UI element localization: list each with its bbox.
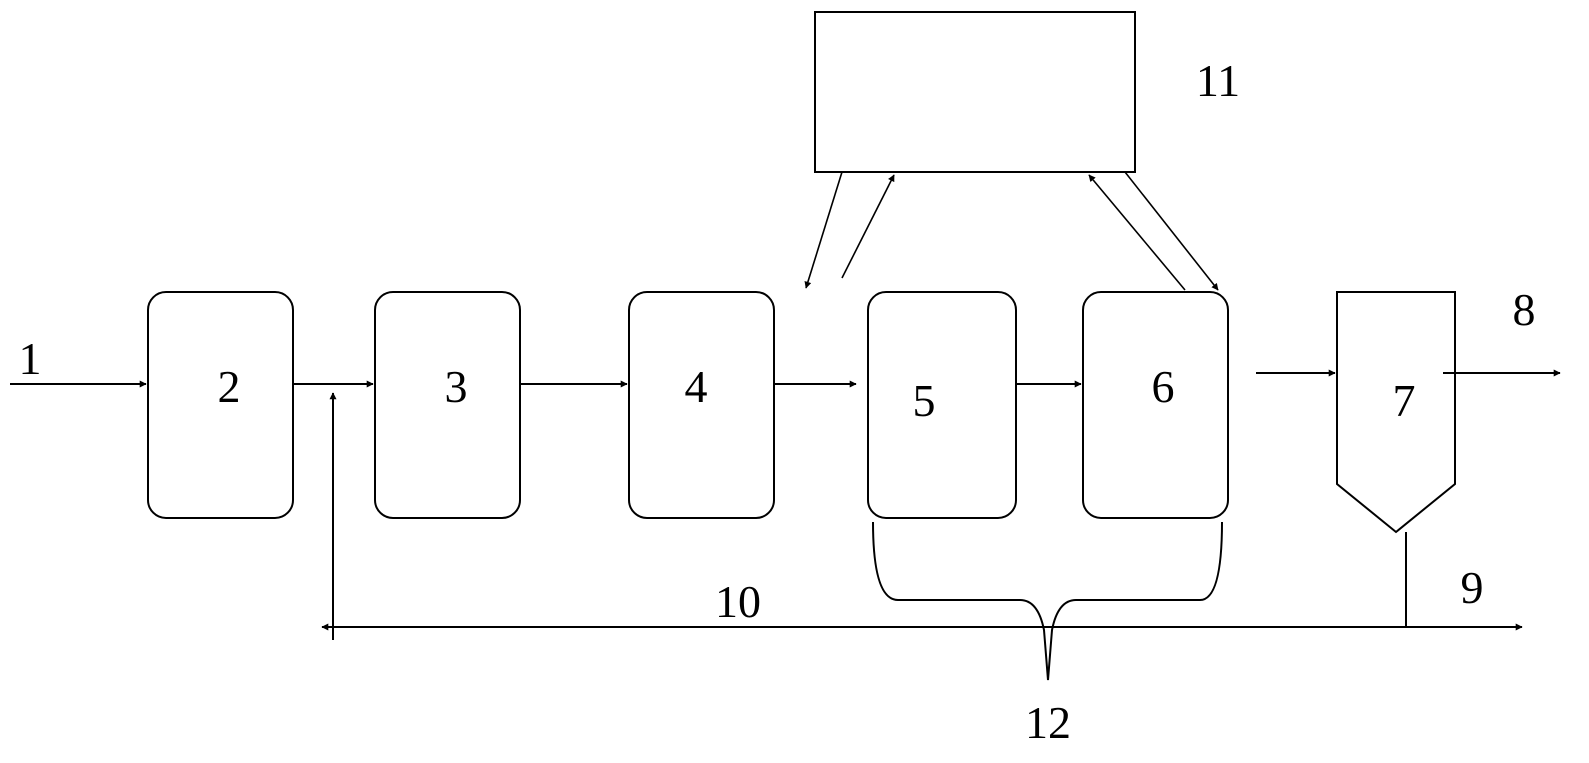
label-3: 3 (445, 361, 468, 412)
settler-box-7 (1336, 291, 1456, 534)
unit-box-4 (628, 291, 775, 519)
label-4: 4 (685, 361, 708, 412)
link-4-5-to-11 (841, 174, 895, 279)
label-8: 8 (1513, 284, 1536, 335)
label-12: 12 (1025, 697, 1071, 748)
label-6: 6 (1152, 361, 1175, 412)
label-5: 5 (913, 375, 936, 426)
link-11-to-4-5 (804, 171, 843, 289)
label-11: 11 (1196, 55, 1240, 106)
unit-box-11 (814, 11, 1136, 173)
unit-box-2 (147, 291, 294, 519)
unit-box-6 (1082, 291, 1229, 519)
unit-box-5 (867, 291, 1017, 519)
label-2: 2 (218, 361, 241, 412)
label-10: 10 (715, 576, 761, 627)
unit-box-3 (374, 291, 521, 519)
link-6-to-11 (1088, 174, 1186, 291)
brace-12 (872, 521, 1223, 681)
label-9: 9 (1461, 562, 1484, 613)
link-11-to-6 (1124, 171, 1219, 291)
label-7: 7 (1393, 375, 1416, 426)
label-1: 1 (19, 333, 42, 384)
